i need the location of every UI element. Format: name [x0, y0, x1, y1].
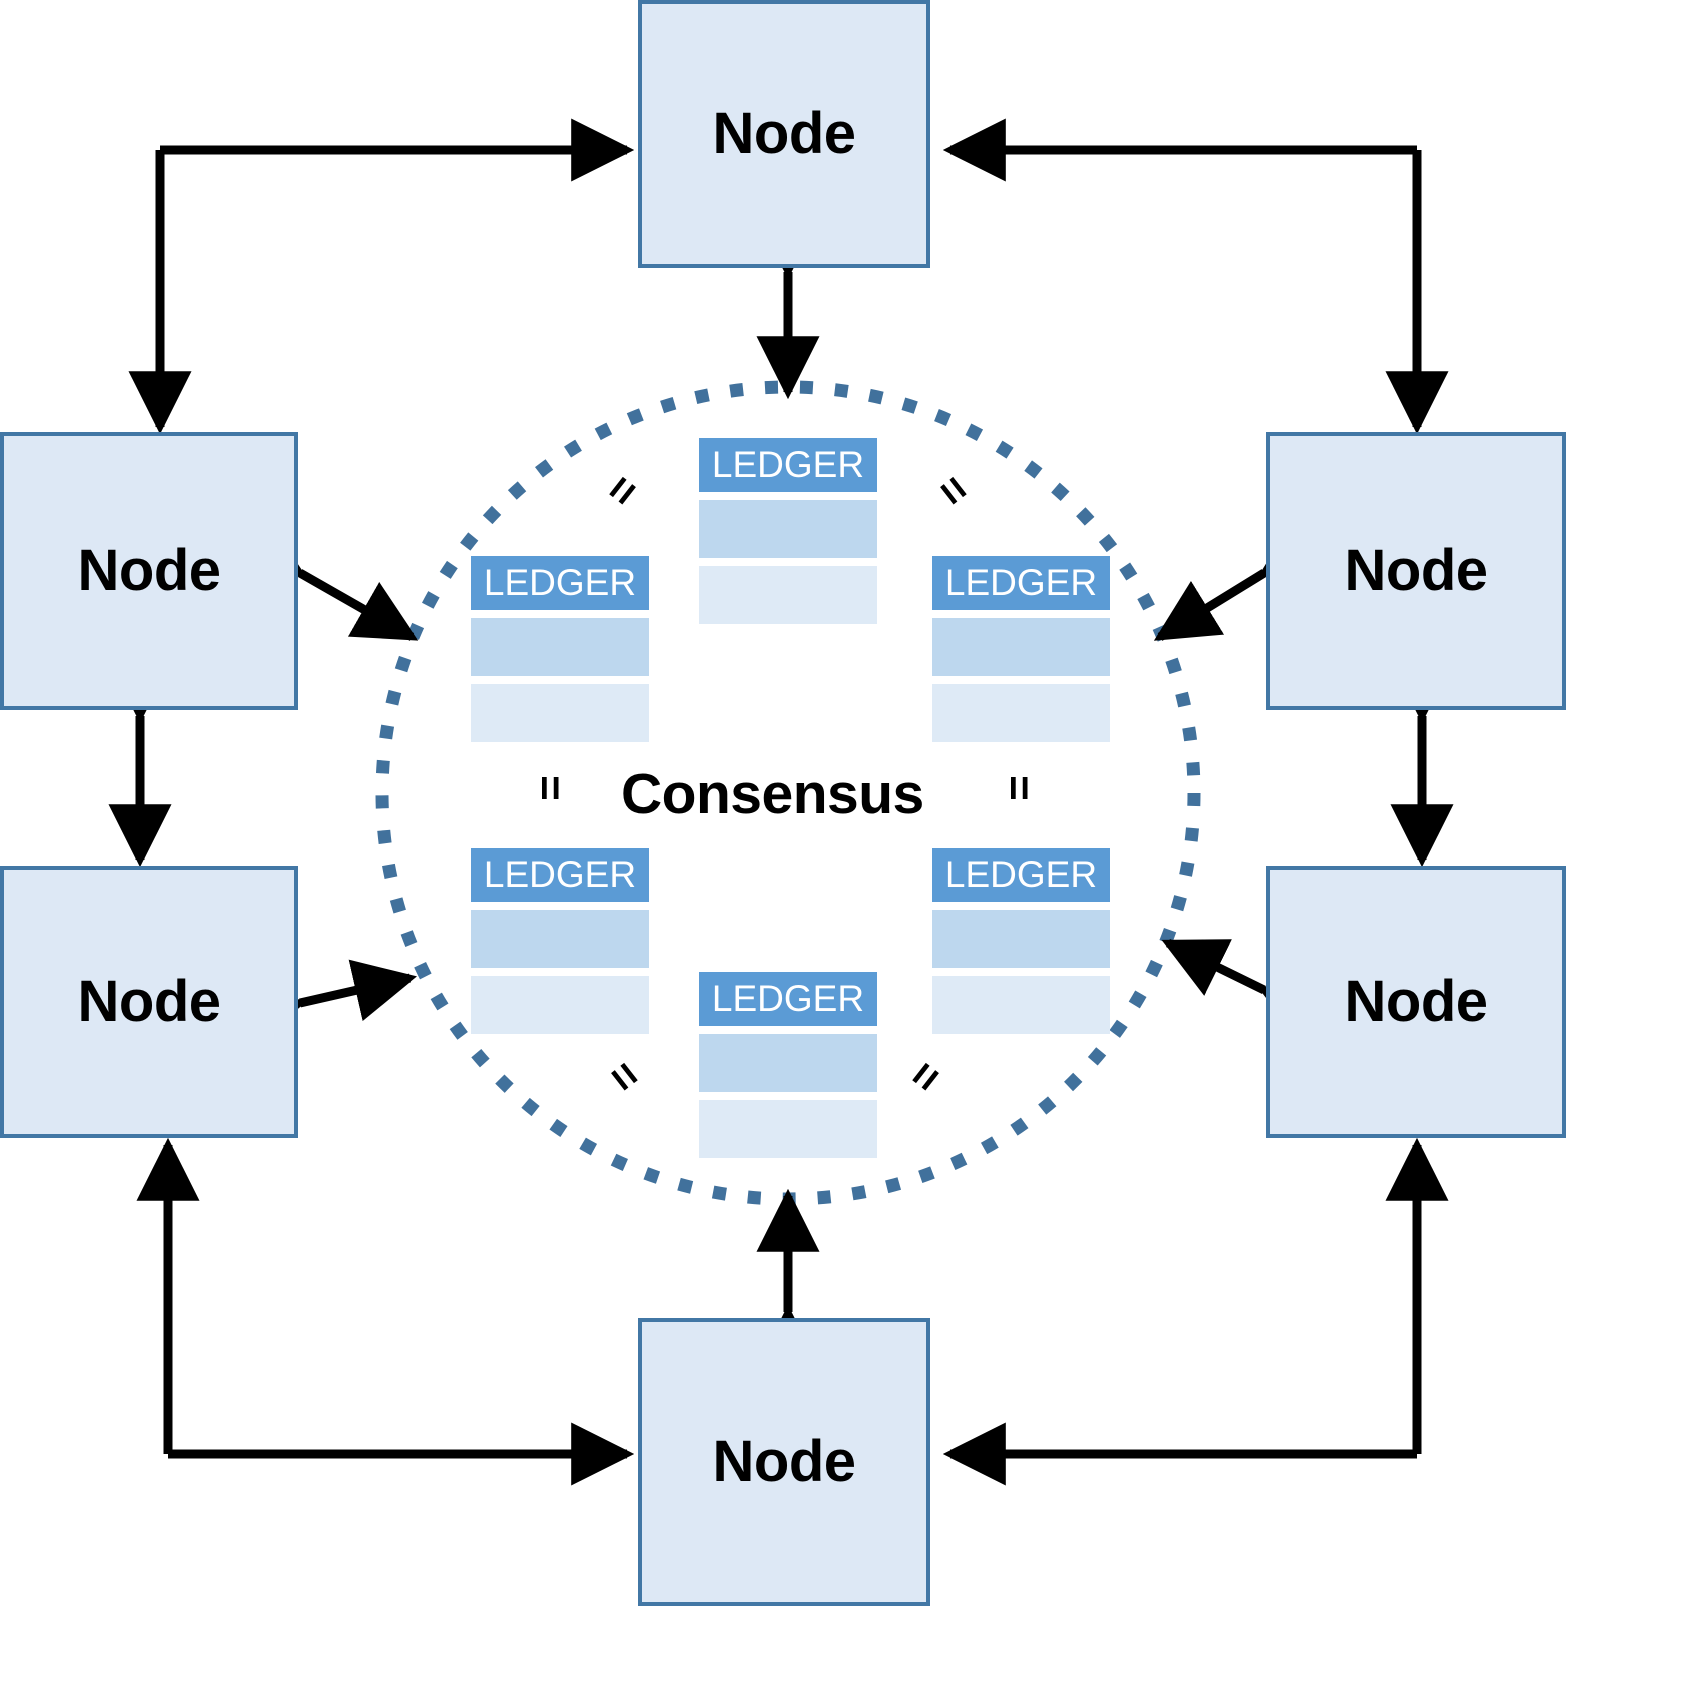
node-left-upper[interactable]: Node	[0, 432, 298, 710]
ledger-header: LEDGER	[471, 848, 649, 902]
ledger-lower-right[interactable]: LEDGER	[932, 848, 1110, 1034]
elbow-top-right	[942, 118, 1449, 435]
node-label: Node	[712, 1429, 857, 1494]
ledger-header: LEDGER	[471, 556, 649, 610]
link-left-lower-center	[238, 959, 418, 1047]
ledger-row-low	[699, 1100, 877, 1158]
elbow-top-left	[128, 118, 635, 435]
ledger-upper-left[interactable]: LEDGER	[471, 556, 649, 742]
node-label: Node	[712, 101, 857, 166]
ledger-row-mid	[932, 910, 1110, 968]
ledger-row-mid	[699, 1034, 877, 1092]
ledger-row-mid	[932, 618, 1110, 676]
link-right-lower-center	[1161, 938, 1328, 1043]
equals-mark-middle-right: =	[995, 775, 1044, 801]
ledger-top[interactable]: LEDGER	[699, 438, 877, 624]
ledger-row-mid	[471, 910, 649, 968]
node-top[interactable]: Node	[638, 0, 930, 268]
ledger-row-low	[471, 684, 649, 742]
node-left-lower[interactable]: Node	[0, 866, 298, 1138]
node-label: Node	[1344, 538, 1489, 603]
ledger-bottom[interactable]: LEDGER	[699, 972, 877, 1158]
node-right-lower[interactable]: Node	[1266, 866, 1566, 1138]
node-right-upper[interactable]: Node	[1266, 432, 1566, 710]
node-bottom[interactable]: Node	[638, 1318, 930, 1606]
elbow-bottom-left	[136, 1137, 635, 1486]
ledger-row-mid	[699, 500, 877, 558]
link-right-upper-center	[1153, 516, 1329, 641]
ledger-header: LEDGER	[932, 848, 1110, 902]
ledger-row-low	[932, 976, 1110, 1034]
node-label: Node	[77, 969, 222, 1034]
ledger-row-low	[932, 684, 1110, 742]
node-label: Node	[77, 538, 222, 603]
ledger-row-low	[699, 566, 877, 624]
ledger-row-low	[471, 976, 649, 1034]
ledger-header: LEDGER	[932, 556, 1110, 610]
ledger-header: LEDGER	[699, 972, 877, 1026]
consensus-label: Consensus	[621, 762, 924, 826]
link-left-upper-center	[235, 517, 419, 641]
ledger-upper-right[interactable]: LEDGER	[932, 556, 1110, 742]
ledger-row-mid	[471, 618, 649, 676]
node-label: Node	[1344, 969, 1489, 1034]
elbow-bottom-right	[942, 1137, 1449, 1486]
equals-mark-middle-left: =	[526, 775, 575, 801]
ledger-header: LEDGER	[699, 438, 877, 492]
ledger-lower-left[interactable]: LEDGER	[471, 848, 649, 1034]
